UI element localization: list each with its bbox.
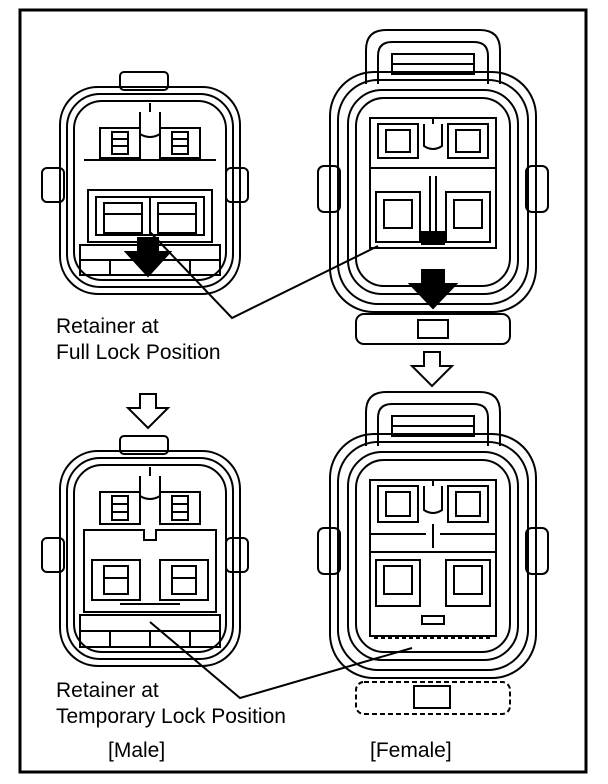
label-temp-lock-line1: Retainer at: [56, 679, 159, 702]
hollow-arrow-female: [409, 351, 455, 388]
male-connector-temporary-lock: [41, 435, 249, 667]
caption-male: [Male]: [108, 739, 165, 762]
hollow-arrow-male: [125, 393, 171, 430]
label-temp-lock-line2: Temporary Lock Position: [56, 705, 286, 728]
diagram-frame: [18, 8, 588, 774]
female-connector-full-lock: [317, 29, 549, 345]
male-connector-full-lock: [41, 71, 249, 295]
label-full-lock-line1: Retainer at: [56, 315, 159, 338]
female-connector-temporary-lock: [317, 391, 549, 715]
leader-line-temporary-lock: [149, 621, 413, 700]
caption-female: [Female]: [370, 739, 452, 762]
label-full-lock-line2: Full Lock Position: [56, 341, 221, 364]
